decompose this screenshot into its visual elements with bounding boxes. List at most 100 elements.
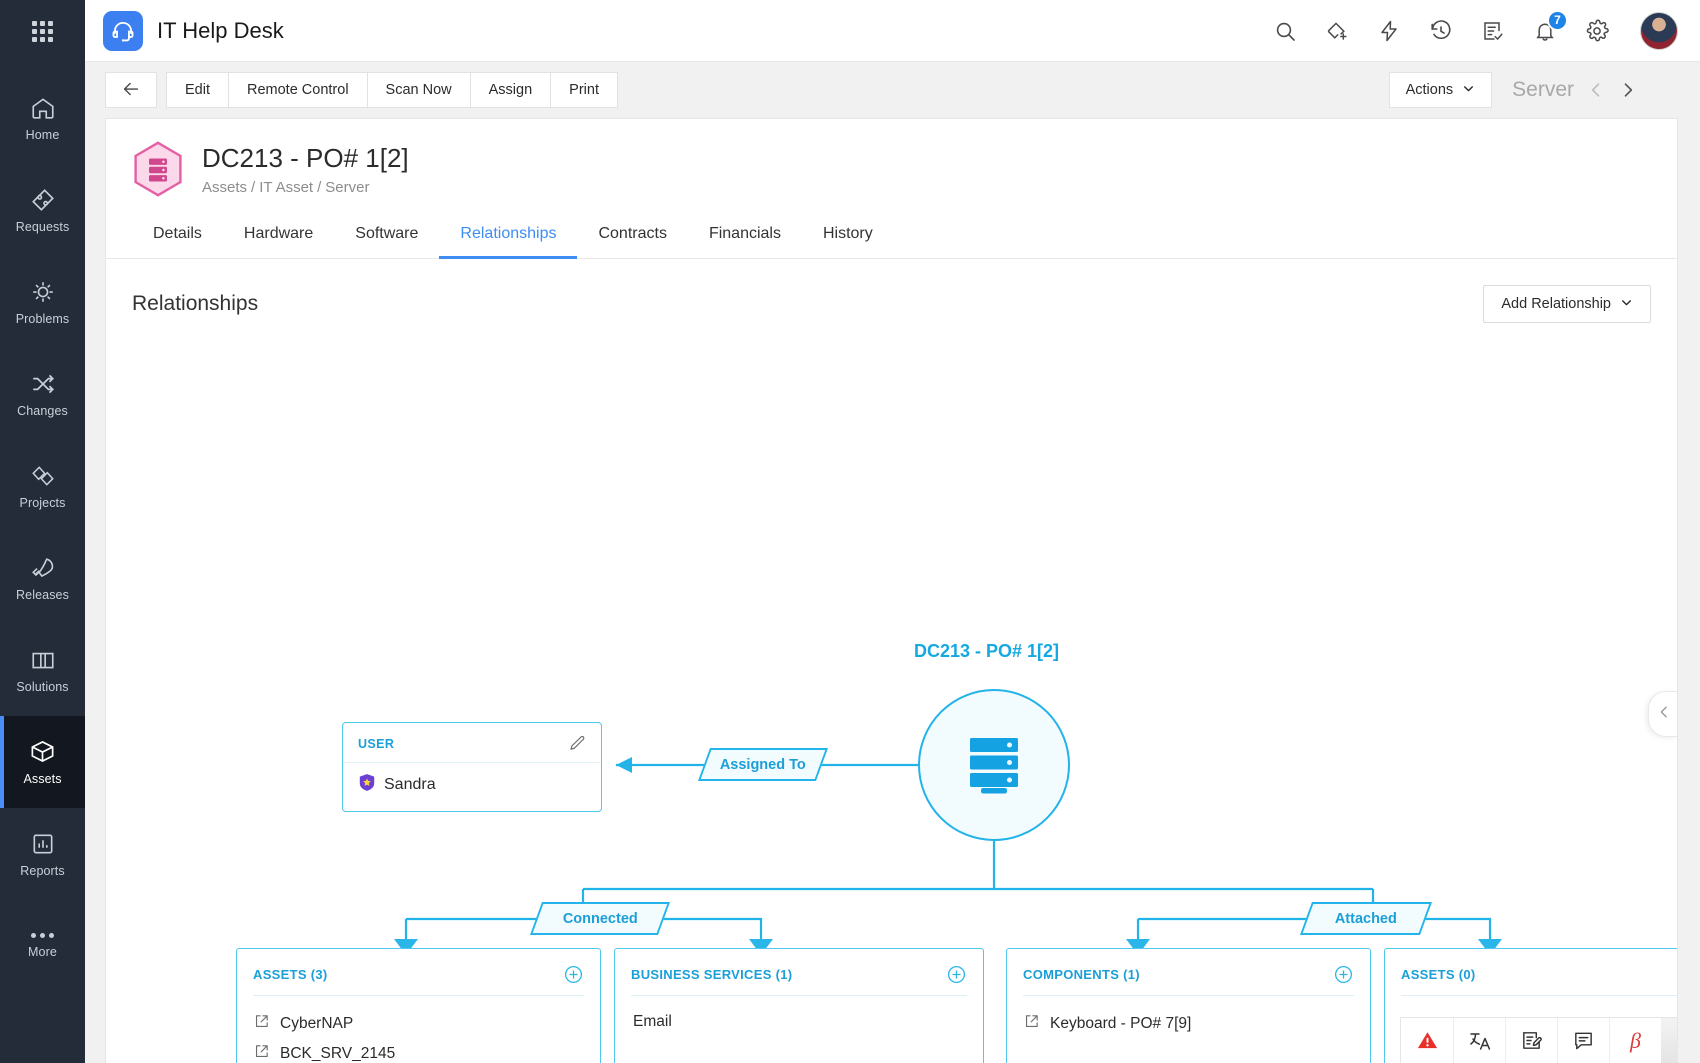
record-header: DC213 - PO# 1[2] Assets/IT Asset/Server [106, 119, 1677, 199]
top-header: IT Help Desk [85, 0, 1700, 62]
sidebar-item-reports[interactable]: Reports [0, 808, 85, 900]
user-relationship-card[interactable]: USER Sandra [342, 722, 602, 812]
relationship-chip-assigned-to[interactable]: Assigned To [697, 748, 829, 781]
sidebar-item-label: Releases [16, 587, 69, 602]
group-card-title: BUSINESS SERVICES (1) [631, 967, 793, 982]
history-icon[interactable] [1428, 18, 1454, 44]
group-card-header: BUSINESS SERVICES (1) [615, 949, 983, 995]
record-tabs: Details Hardware Software Relationships … [106, 199, 1677, 259]
breadcrumb-item-server[interactable]: Server [325, 178, 370, 196]
server-hex-icon [132, 141, 184, 199]
relationship-chip-attached[interactable]: Attached [1299, 902, 1433, 935]
assign-button[interactable]: Assign [470, 72, 552, 108]
sidebar-item-home[interactable]: Home [0, 72, 85, 164]
chevron-down-icon [1620, 296, 1633, 313]
divider [1023, 995, 1354, 996]
remote-control-button[interactable]: Remote Control [229, 72, 368, 108]
user-card-body: Sandra [343, 763, 601, 807]
primary-sidebar: Home Requests Problems Changes [0, 0, 85, 1063]
translate-icon[interactable] [1453, 1018, 1505, 1063]
sidebar-item-releases[interactable]: Releases [0, 532, 85, 624]
tab-relationships[interactable]: Relationships [439, 215, 578, 259]
brand[interactable]: IT Help Desk [103, 10, 284, 51]
sidebar-item-assets[interactable]: Assets [0, 716, 85, 808]
list-item-label: Keyboard - PO# 7[9] [1050, 1015, 1192, 1032]
list-item[interactable]: Keyboard - PO# 7[9] [1023, 1009, 1354, 1039]
relationship-chip-connected[interactable]: Connected [529, 902, 671, 935]
list-item[interactable]: BCK_SRV_2145 [253, 1039, 584, 1063]
panel-title: Relationships [132, 292, 259, 315]
back-button[interactable] [105, 72, 157, 108]
bell-icon[interactable]: 7 [1532, 9, 1568, 44]
plus-circle-icon[interactable] [563, 964, 584, 985]
avatar[interactable] [1640, 11, 1678, 50]
sidebar-item-label: Requests [15, 219, 70, 234]
record-type-label: Server [1512, 78, 1574, 101]
sidebar-item-label: Reports [20, 863, 65, 878]
user-card-header: USER [343, 723, 601, 763]
breadcrumb-item-assets[interactable]: Assets [202, 178, 248, 196]
relationship-chip-label: Connected [562, 910, 638, 927]
sidebar-item-problems[interactable]: Problems [0, 256, 85, 348]
beta-icon[interactable]: β [1609, 1018, 1661, 1063]
book-icon [30, 647, 56, 673]
actions-label: Actions [1405, 82, 1454, 98]
beta-glyph: β [1630, 1027, 1641, 1053]
toolbar-button-group: Edit Remote Control Scan Now Assign Prin… [166, 72, 618, 108]
notification-badge: 7 [1547, 9, 1568, 31]
chevron-right-icon[interactable] [1618, 80, 1638, 100]
sidebar-item-solutions[interactable]: Solutions [0, 624, 85, 716]
list-item-label: BCK_SRV_2145 [280, 1045, 396, 1062]
pencil-icon[interactable] [568, 734, 587, 753]
breadcrumb: Assets/IT Asset/Server [202, 178, 370, 196]
quick-actions-bolt-icon[interactable] [1376, 18, 1402, 44]
relationship-chip-label: Attached [1334, 910, 1398, 927]
sidebar-item-changes[interactable]: Changes [0, 348, 85, 440]
alert-icon[interactable] [1401, 1018, 1453, 1063]
gear-icon[interactable] [1584, 18, 1610, 44]
divider [1401, 995, 1677, 996]
toolbar-right: Actions Server [1388, 72, 1678, 108]
plus-circle-icon[interactable] [1333, 964, 1354, 985]
chevron-left-icon[interactable] [1586, 80, 1606, 100]
bug-icon [30, 279, 56, 305]
ellipsis-icon [31, 933, 54, 938]
new-ticket-icon[interactable] [1324, 18, 1350, 44]
tab-history[interactable]: History [822, 225, 873, 242]
notes-icon[interactable] [1505, 1018, 1557, 1063]
actions-dropdown-button[interactable]: Actions [1388, 72, 1493, 108]
chat-icon[interactable] [1557, 1018, 1609, 1063]
sidebar-items: Home Requests Problems Changes [0, 72, 85, 992]
sidebar-item-requests[interactable]: Requests [0, 164, 85, 256]
list-item[interactable]: Email [631, 1009, 967, 1035]
plus-circle-icon[interactable] [946, 964, 967, 985]
tab-details[interactable]: Details [153, 225, 202, 242]
shuffle-icon [30, 371, 56, 397]
tasks-icon[interactable] [1480, 18, 1506, 44]
breadcrumb-item-it-asset[interactable]: IT Asset [259, 178, 314, 196]
scan-now-button[interactable]: Scan Now [367, 72, 471, 108]
chart-icon [30, 831, 56, 857]
panel-collapse-handle[interactable] [1648, 691, 1677, 737]
tab-hardware[interactable]: Hardware [243, 225, 314, 242]
group-card-components: COMPONENTS (1) Keyboard - PO# [1006, 948, 1371, 1063]
record-title-block: DC213 - PO# 1[2] Assets/IT Asset/Server [202, 143, 409, 196]
apps-grid-icon[interactable] [0, 0, 85, 62]
external-link-icon [1023, 1013, 1040, 1035]
sidebar-item-more[interactable]: More [0, 900, 85, 992]
group-card-header: ASSETS (3) [237, 949, 600, 995]
resize-grip[interactable] [1661, 1018, 1677, 1063]
print-button[interactable]: Print [551, 72, 618, 108]
add-relationship-button[interactable]: Add Relationship [1483, 285, 1651, 323]
chevron-left-icon [1656, 704, 1672, 725]
sidebar-item-projects[interactable]: Projects [0, 440, 85, 532]
tab-software[interactable]: Software [355, 225, 419, 242]
list-item[interactable]: CyberNAP [253, 1009, 584, 1039]
tab-financials[interactable]: Financials [708, 225, 781, 242]
root-server-node[interactable] [918, 689, 1070, 841]
search-icon[interactable] [1272, 18, 1298, 44]
edit-button[interactable]: Edit [166, 72, 229, 108]
server-stack-icon [957, 726, 1031, 805]
tab-contracts[interactable]: Contracts [598, 225, 667, 242]
list-item-label: Email [633, 1013, 672, 1030]
